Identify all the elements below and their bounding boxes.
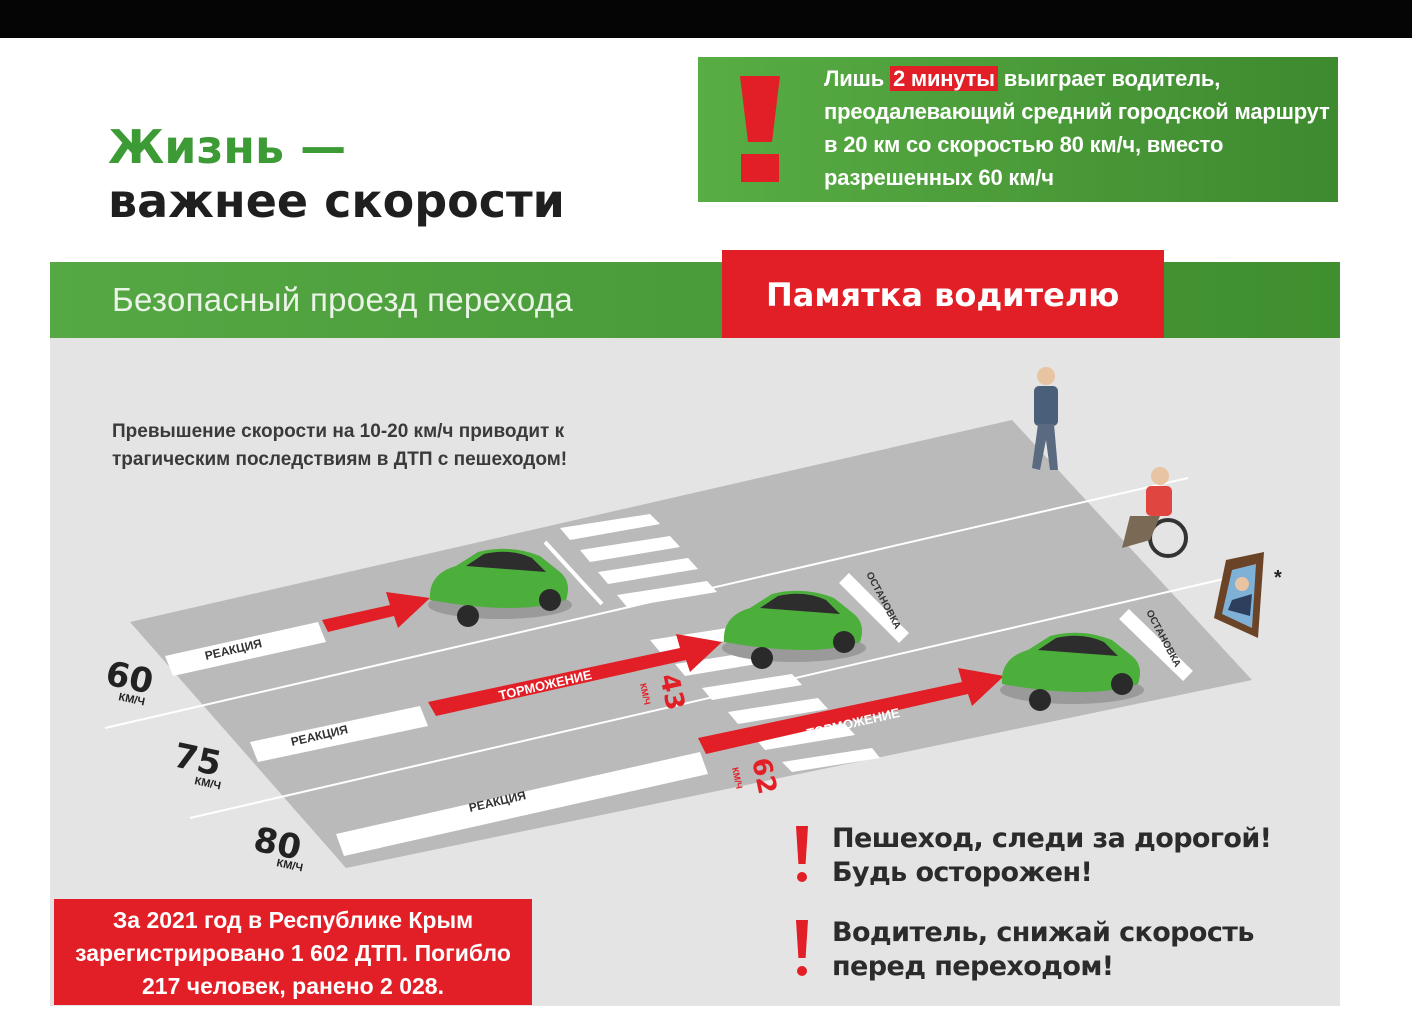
memo-title: Памятка водителю [766,276,1120,314]
speed-60-unit: КМ/Ч [117,691,146,708]
car-icon [428,548,572,627]
stats-box [54,899,532,1005]
stop-marker-lane3 [1119,608,1193,682]
title-line-2: важнее скорости [108,174,565,228]
reaction-arrow-60 [322,592,430,632]
braking-arrow-75 [428,634,722,716]
car-icon [1000,632,1144,711]
notice-box [698,57,1338,202]
title-line-1: Жизнь — [108,120,347,174]
reaction-bar-80 [336,752,708,856]
wheelchair-user-icon [1122,467,1188,558]
pedestrian-message: Пешеход, следи за дорогой! Будь остороже… [832,822,1272,890]
pedestrian-icon [1032,367,1058,470]
top-black-bar [0,0,1412,38]
reaction-bar-75 [250,706,428,762]
driver-message-line-1: Водитель, снижай скорость [832,917,1254,948]
asterisk: * [1274,567,1282,589]
speed-warning-text: Превышение скорости на 10-20 км/ч привод… [112,421,568,470]
page-title: Жизнь — важнее скорости [108,124,565,224]
impact-speed-43: 43 [653,671,690,713]
car-icon [722,590,866,669]
impact-unit-43: КМ/Ч [638,682,652,705]
stats-text: За 2021 год в Республике Крым зарегистри… [75,907,511,999]
driver-message: Водитель, снижай скорость перед переходо… [832,916,1254,984]
notice-highlight: 2 минуты [889,66,998,91]
speed-80: 80 [250,820,305,869]
speed-80-unit: КМ/Ч [275,857,304,874]
pedestrian-message-line-2: Будь осторожен! [832,857,1093,888]
memorial-portrait-icon [1214,552,1264,638]
speed-75: 75 [170,736,225,785]
stop-line [543,540,604,606]
section-title: Безопасный проезд перехода [112,281,574,318]
impact-unit-62: КМ/Ч [730,766,744,789]
speed-75-unit: КМ/Ч [193,775,222,792]
exclamation-icon [796,920,810,980]
exclamation-icon [796,826,810,886]
stop-marker-lane2 [839,573,909,643]
pedestrian-message-line-1: Пешеход, следи за дорогой! [832,823,1272,854]
driver-message-line-2: перед переходом! [832,951,1114,982]
notice-text: Лишь 2 минуты выиграет водитель, преодал… [824,62,1334,194]
notice-after: выиграет водитель, преодалевающий средни… [824,66,1330,190]
braking-arrow-80 [698,668,1004,754]
speed-60: 60 [102,654,157,703]
reaction-bar-60 [165,622,326,676]
notice-before: Лишь [824,66,890,91]
lane-divider [189,577,1229,819]
exclamation-icon [738,76,784,186]
impact-speed-62: 62 [745,755,782,797]
memo-tab [722,250,1164,344]
